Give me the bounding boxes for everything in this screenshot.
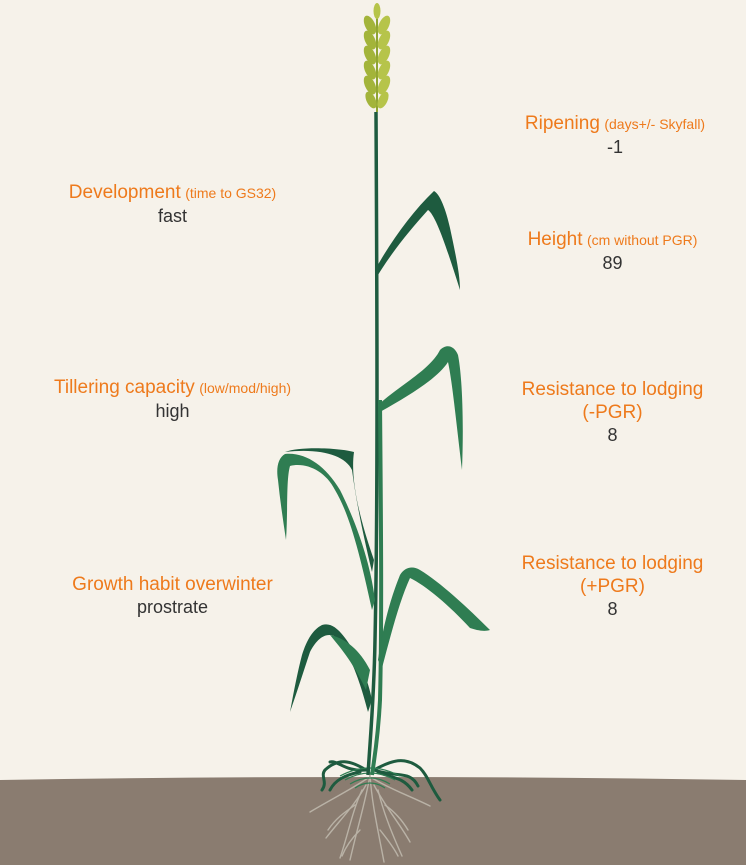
growth-title: Growth habit overwinter bbox=[72, 574, 273, 595]
ripening-trait: Ripening (days+/- Skyfall) -1 bbox=[470, 112, 746, 159]
tillering-label: Tillering capacity (low/mod/high) bbox=[0, 376, 345, 400]
flag-leaf bbox=[376, 191, 460, 290]
tillering-value: high bbox=[155, 401, 190, 421]
tillering-trait: Tillering capacity (low/mod/high) high bbox=[0, 376, 345, 423]
ripening-title: Ripening bbox=[524, 113, 600, 134]
tillering-title: Tillering capacity bbox=[53, 377, 195, 398]
growth-trait: Growth habit overwinter prostrate bbox=[20, 573, 325, 619]
roots bbox=[309, 774, 431, 863]
lodging-plus-title: Resistance to lodging bbox=[521, 553, 704, 574]
left-lower-leaf bbox=[290, 624, 372, 712]
lodging-minus-qualifier: (-PGR) bbox=[582, 402, 643, 423]
height-trait: Height (cm without PGR) 89 bbox=[480, 228, 745, 275]
growth-value: prostrate bbox=[136, 597, 209, 617]
left-lower-leaf-inner bbox=[330, 635, 370, 690]
development-trait: Development (time to GS32) fast bbox=[20, 181, 325, 228]
ripening-value: -1 bbox=[606, 137, 623, 157]
leaves bbox=[277, 191, 490, 712]
lodging-minus-title: Resistance to lodging bbox=[521, 379, 704, 400]
height-label: Height (cm without PGR) bbox=[480, 228, 745, 252]
ear bbox=[363, 3, 391, 112]
base-leaves bbox=[320, 759, 442, 802]
height-value: 89 bbox=[602, 253, 623, 273]
height-title: Height bbox=[527, 229, 583, 250]
lodging-minus-trait: Resistance to lodging (-PGR) 8 bbox=[480, 378, 745, 447]
lodging-minus-value: 8 bbox=[607, 425, 618, 445]
development-title: Development bbox=[68, 182, 181, 203]
upper-leaf bbox=[378, 346, 463, 470]
development-label: Development (time to GS32) bbox=[20, 181, 325, 205]
lodging-plus-value: 8 bbox=[607, 599, 618, 619]
tillering-note: (low/mod/high) bbox=[199, 380, 292, 396]
right-lower-leaf bbox=[378, 567, 490, 668]
ripening-label: Ripening (days+/- Skyfall) bbox=[470, 112, 746, 136]
height-note: (cm without PGR) bbox=[586, 232, 698, 248]
development-value: fast bbox=[157, 206, 187, 226]
lodging-plus-trait: Resistance to lodging (+PGR) 8 bbox=[480, 552, 745, 621]
stem bbox=[366, 111, 384, 776]
left-middle-leaf bbox=[277, 453, 375, 610]
soil bbox=[0, 777, 746, 865]
lodging-plus-qualifier: (+PGR) bbox=[580, 576, 645, 597]
ripening-note: (days+/- Skyfall) bbox=[604, 116, 706, 132]
development-note: (time to GS32) bbox=[185, 185, 277, 201]
